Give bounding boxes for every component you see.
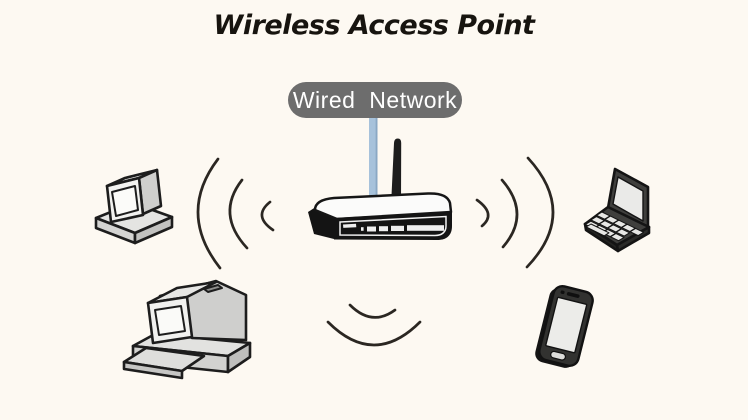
phone-home-button <box>550 350 567 361</box>
monitor-screen <box>154 305 186 336</box>
ethernet-cable <box>369 112 378 204</box>
signal-waves-bottom-icon <box>326 303 422 347</box>
page-title: Wireless Access Point <box>213 10 535 41</box>
router-front-trim <box>339 215 447 237</box>
workstation-computer-icon <box>122 279 252 380</box>
wired-network-label: Wired Network <box>288 82 462 118</box>
phone-camera <box>560 290 565 295</box>
router-top <box>313 192 453 221</box>
router-ports <box>343 223 444 232</box>
signal-waves-left-icon <box>196 157 275 270</box>
laptop-screen <box>612 176 644 222</box>
desktop-computer-icon <box>94 168 174 245</box>
keyboard-icon <box>122 346 206 380</box>
phone-screen <box>545 296 588 354</box>
smartphone-icon <box>535 285 594 368</box>
phone-speaker <box>566 292 580 298</box>
router-icon <box>308 138 453 240</box>
laptop-icon <box>583 167 651 253</box>
laptop-keys <box>584 211 645 242</box>
signal-waves-right-icon <box>475 156 555 269</box>
monitor-screen <box>111 185 139 217</box>
router-front-panel <box>334 211 452 240</box>
